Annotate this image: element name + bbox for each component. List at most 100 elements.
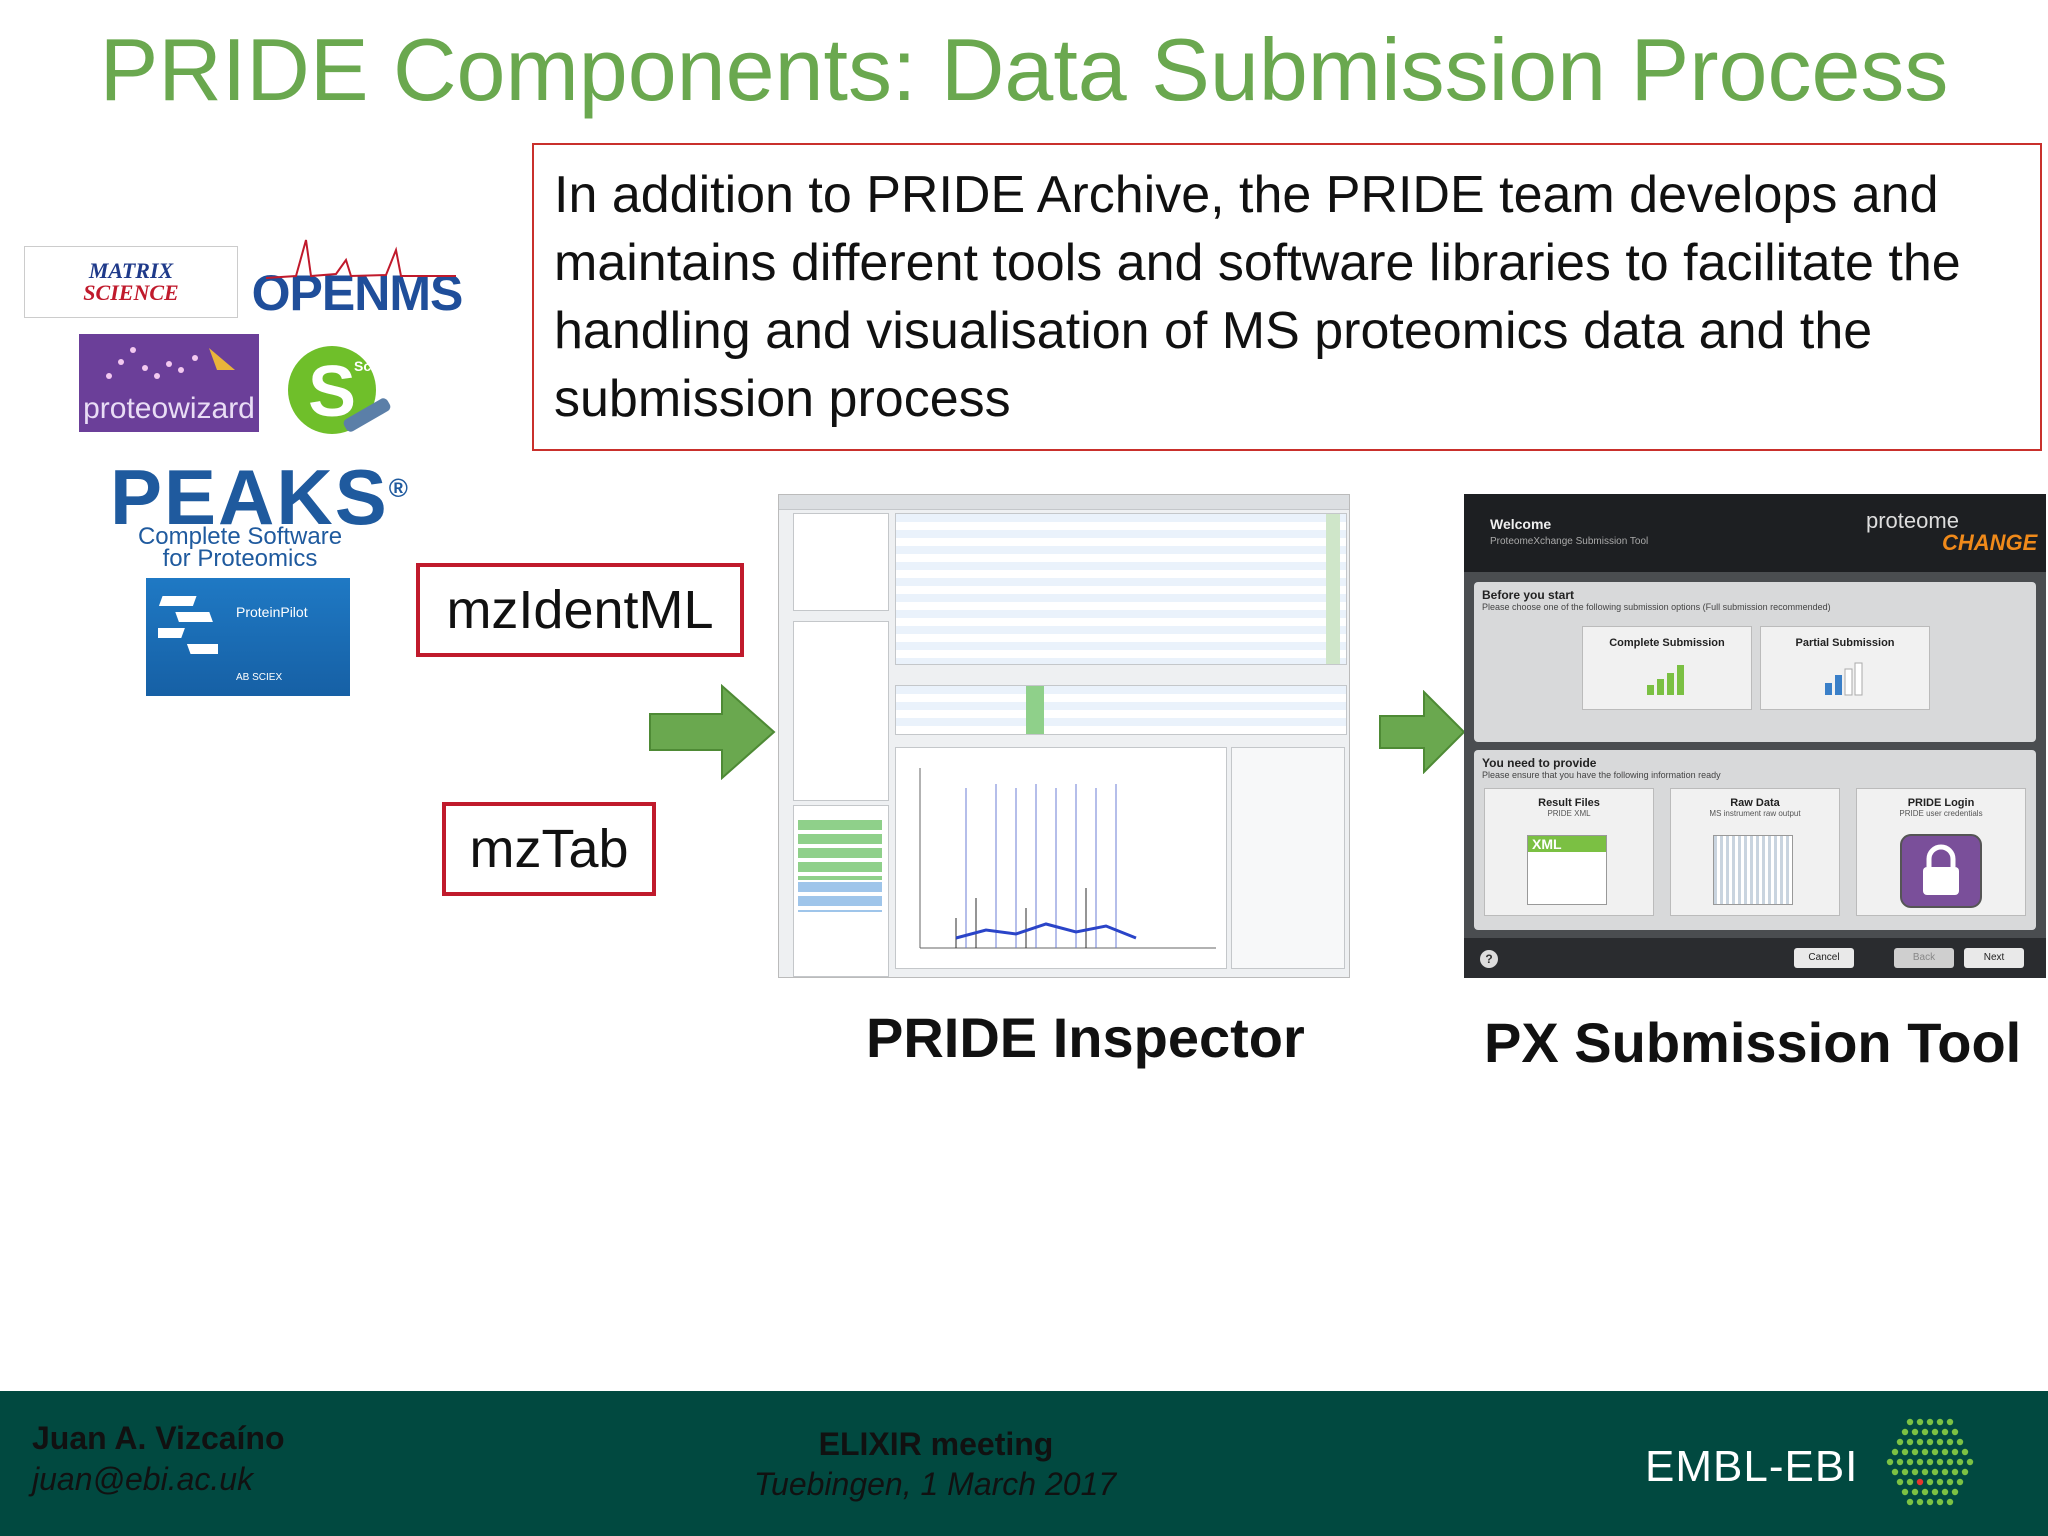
embl-hex-dot — [1931, 1448, 1939, 1456]
embl-hex-dot — [1901, 1468, 1909, 1476]
blue-bars-icon — [1825, 662, 1863, 696]
embl-hex-dot — [1931, 1488, 1939, 1496]
embl-hex-dot — [1911, 1448, 1919, 1456]
scaffold-icon: S — [288, 346, 391, 434]
px-raw-data-label: Raw Data — [1730, 797, 1780, 809]
intro-text-box: In addition to PRIDE Archive, the PRIDE … — [532, 143, 2042, 451]
proteowizard-logo: proteowizard — [79, 334, 259, 432]
embl-hex-dot — [1946, 1478, 1954, 1486]
embl-hex-dot — [1936, 1458, 1944, 1466]
embl-hex-dot — [1911, 1468, 1919, 1476]
embl-hex-dot — [1901, 1488, 1909, 1496]
embl-hex-dot — [1931, 1428, 1939, 1436]
px-complete-submission-label: Complete Submission — [1609, 637, 1725, 649]
inspector-options-panel — [1231, 747, 1345, 969]
inspector-summary-panel — [793, 805, 889, 977]
embl-hex-dot — [1951, 1448, 1959, 1456]
embl-hex-dot — [1946, 1438, 1954, 1446]
px-next-button[interactable]: Next — [1964, 948, 2024, 968]
embl-hex-dot — [1961, 1468, 1969, 1476]
green-bars-icon — [1647, 665, 1684, 695]
inspector-experiment-list — [793, 621, 889, 801]
peaks-registered-mark: ® — [388, 473, 410, 503]
embl-hex-dot — [1921, 1488, 1929, 1496]
scaffold-logo-text: Scaffold — [354, 358, 410, 374]
px-need-to-provide-sub: Please ensure that you have the followin… — [1482, 770, 1721, 780]
embl-ebi-logo-text: EMBL-EBI — [1645, 1442, 1859, 1491]
embl-hex-dot — [1916, 1478, 1924, 1486]
footer-place-date: Tuebingen, 1 March 2017 — [753, 1466, 1117, 1502]
embl-hex-dot — [1896, 1478, 1904, 1486]
xml-label: XML — [1528, 836, 1606, 852]
embl-hex-dot — [1896, 1458, 1904, 1466]
embl-hex-dot — [1921, 1448, 1929, 1456]
proteinpilot-logo: ProteinPilot AB SCIEX — [146, 578, 350, 696]
px-result-files-sub: PRIDE XML — [1547, 809, 1591, 818]
matrix-science-logo: MATRIX SCIENCE — [24, 246, 238, 318]
peaks-logo-text: PEAKS — [110, 453, 389, 541]
embl-hex-dot — [1926, 1498, 1934, 1506]
embl-hex-dot — [1956, 1478, 1964, 1486]
px-before-start: Before you start — [1482, 588, 1575, 602]
inspector-side-panel — [793, 513, 889, 611]
px-partial-submission-label: Partial Submission — [1795, 637, 1895, 649]
embl-hex-dot — [1966, 1458, 1974, 1466]
embl-hex-dot — [1906, 1418, 1914, 1426]
pride-inspector-caption: PRIDE Inspector — [866, 1006, 1305, 1069]
px-need-to-provide: You need to provide — [1482, 756, 1597, 770]
embl-hex-dot — [1901, 1448, 1909, 1456]
px-pride-login-label: PRIDE Login — [1907, 797, 1975, 809]
matrix-logo-line2: SCIENCE — [83, 280, 179, 305]
embl-hex-dot — [1916, 1498, 1924, 1506]
help-icon[interactable]: ? — [1480, 950, 1498, 968]
px-submission-tool-screenshot: Welcome ProteomeXchange Submission Tool … — [1464, 494, 2046, 978]
proteinpilot-logo-text: ProteinPilot — [236, 604, 308, 620]
proteowizard-logo-text: proteowizard — [83, 392, 255, 425]
embl-hex-dot — [1916, 1458, 1924, 1466]
embl-hex-dot — [1946, 1418, 1954, 1426]
embl-hex-dot — [1911, 1428, 1919, 1436]
px-requirements-panel: You need to provide Please ensure that y… — [1474, 750, 2036, 930]
footer-email: juan@ebi.ac.uk — [32, 1461, 254, 1497]
embl-hex-dot — [1936, 1438, 1944, 1446]
embl-hex-dot — [1906, 1438, 1914, 1446]
inspector-protein-table — [895, 513, 1347, 665]
scaffold-logo: S Scaffold — [282, 338, 409, 438]
footer-meeting: ELIXIR meeting — [818, 1426, 1054, 1462]
embl-hex-dot — [1951, 1428, 1959, 1436]
embl-hex-dot — [1891, 1448, 1899, 1456]
pride-inspector-screenshot — [778, 494, 1350, 978]
embl-hex-dot — [1921, 1428, 1929, 1436]
embl-hex-dot — [1936, 1498, 1944, 1506]
px-raw-data-card[interactable]: Raw Data MS instrument raw output — [1670, 788, 1840, 916]
px-brand-change: CHANGE — [1942, 530, 2038, 555]
px-welcome-sub: ProteomeXchange Submission Tool — [1490, 536, 1649, 547]
px-result-files-card[interactable]: Result Files PRIDE XML XML — [1484, 788, 1654, 916]
inspector-peptide-table — [895, 685, 1347, 735]
peaks-logo: PEAKS® — [110, 448, 408, 537]
proteinpilot-icon — [158, 596, 218, 654]
px-back-button[interactable]: Back — [1894, 948, 1954, 968]
px-pride-login-card[interactable]: PRIDE Login PRIDE user credentials — [1856, 788, 2026, 916]
peaks-subtitle: Complete Software for Proteomics — [110, 523, 370, 571]
px-partial-submission-button[interactable]: Partial Submission — [1760, 626, 1930, 710]
raw-data-file-icon — [1713, 835, 1793, 905]
px-cancel-button[interactable]: Cancel — [1794, 948, 1854, 968]
matrix-logo-line1: MATRIX — [88, 258, 174, 283]
embl-hex-dot — [1911, 1488, 1919, 1496]
proteowizard-stars-icon — [106, 347, 235, 379]
footer-author: Juan A. Vizcaíno — [32, 1420, 285, 1456]
embl-hex-dot — [1941, 1468, 1949, 1476]
sciex-logo-text: AB SCIEX — [236, 672, 283, 683]
mzidentml-label: mzIdentML — [416, 563, 744, 657]
px-complete-submission-button[interactable]: Complete Submission — [1582, 626, 1752, 710]
xml-file-icon: XML — [1527, 835, 1607, 905]
slide-footer — [0, 1391, 2048, 1536]
px-footer-bar: ? Cancel Back Next — [1464, 938, 2046, 978]
embl-hex-dot — [1906, 1478, 1914, 1486]
slide-title: PRIDE Components: Data Submission Proces… — [99, 20, 1949, 119]
peaks-subtitle-line1: Complete Software — [137, 523, 343, 550]
mztab-label: mzTab — [442, 802, 656, 896]
embl-hex-dot — [1946, 1458, 1954, 1466]
px-submission-tool-caption: PX Submission Tool — [1484, 1011, 2022, 1074]
